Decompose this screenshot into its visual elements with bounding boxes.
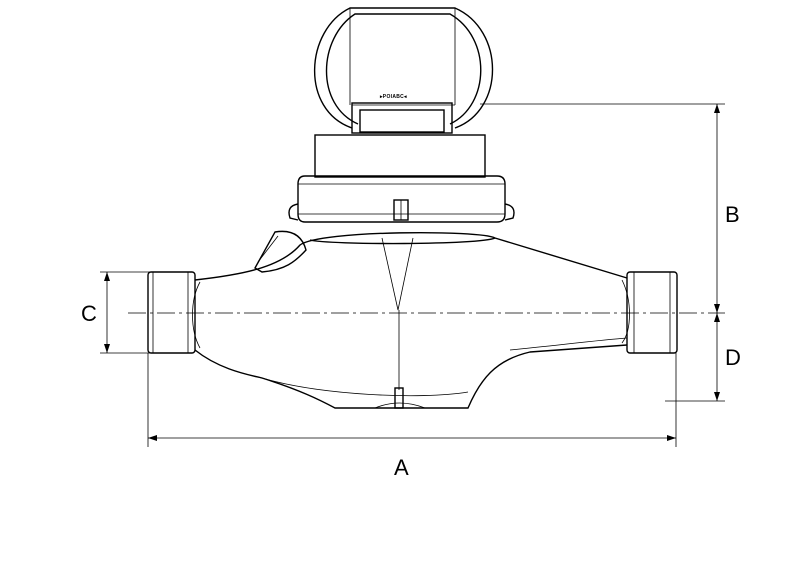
register-marking: ▸POIABC◂ xyxy=(380,94,407,100)
dimension-label-a: A xyxy=(394,455,409,480)
dimension-label-b: B xyxy=(725,202,740,227)
meter-lid xyxy=(313,7,494,134)
meter-body xyxy=(192,230,630,409)
dimension-label-c: C xyxy=(81,301,97,326)
dimension-label-d: D xyxy=(725,345,741,370)
dimension-arrows xyxy=(104,104,720,441)
pipe-connectors xyxy=(147,271,678,354)
meter-register xyxy=(288,134,515,223)
dimension-lines xyxy=(100,103,725,447)
